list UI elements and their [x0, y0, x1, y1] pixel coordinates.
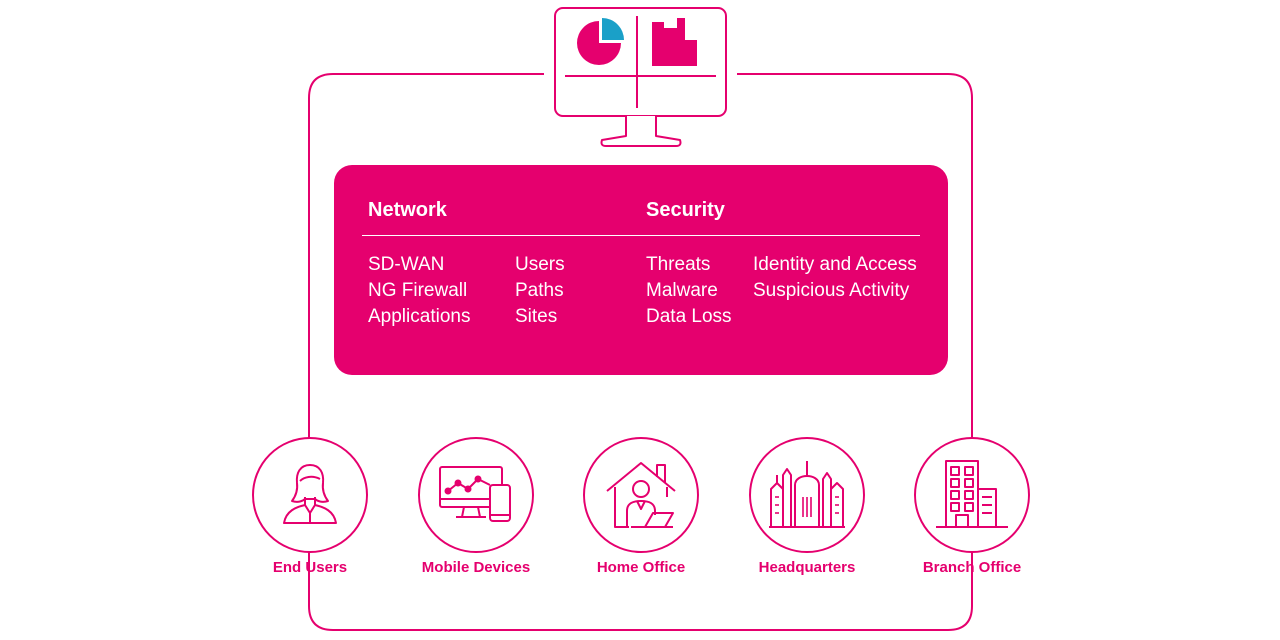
- list-item: Suspicious Activity: [753, 280, 910, 301]
- node-circle: [583, 437, 699, 553]
- node-circle: [914, 437, 1030, 553]
- node-branch-office: Branch Office: [887, 437, 1057, 587]
- node-home-office: Home Office: [556, 437, 726, 587]
- list-item: Identity and Access: [753, 254, 917, 275]
- list-item: Data Loss: [646, 306, 732, 327]
- list-item: Malware: [646, 280, 718, 301]
- list-item: Applications: [368, 306, 471, 327]
- list-item: NG Firewall: [368, 280, 468, 301]
- user-icon: [283, 464, 337, 524]
- list-item: Threats: [646, 254, 711, 275]
- list-item: SD-WAN: [368, 254, 445, 275]
- node-circle: [749, 437, 865, 553]
- node-label: Branch Office: [922, 559, 1022, 576]
- security-heading: Security: [646, 199, 725, 221]
- monitoring-panel: Network Security SD-WAN NG Firewall Appl…: [334, 165, 948, 375]
- node-mobile-devices: Mobile Devices: [391, 437, 561, 587]
- node-end-users: End Users: [225, 437, 395, 587]
- list-item: Users: [515, 254, 565, 275]
- bar-chart-icon: [652, 18, 697, 66]
- node-headquarters: Headquarters: [722, 437, 892, 587]
- network-list-2: Users Paths Sites: [515, 252, 565, 330]
- home-office-icon: [606, 462, 676, 528]
- panel-divider: [362, 235, 920, 236]
- branch-office-icon: [936, 460, 1008, 528]
- node-circle: [252, 437, 368, 553]
- pie-chart-icon: [577, 18, 624, 65]
- list-item: Sites: [515, 306, 558, 327]
- node-label: Home Office: [596, 559, 686, 576]
- network-heading: Network: [368, 199, 447, 221]
- security-list-1: Threats Malware Data Loss: [646, 252, 732, 330]
- headquarters-icon: [769, 461, 845, 528]
- node-circle: [418, 437, 534, 553]
- devices-icon: [439, 466, 511, 522]
- monitor-dashboard-icon: [554, 7, 727, 147]
- node-label: End Users: [272, 559, 348, 576]
- node-label: Headquarters: [758, 559, 856, 576]
- network-list-1: SD-WAN NG Firewall Applications: [368, 252, 470, 330]
- list-item: Paths: [515, 280, 564, 301]
- security-list-2: Identity and Access Suspicious Activity: [753, 252, 917, 304]
- node-label: Mobile Devices: [421, 559, 531, 576]
